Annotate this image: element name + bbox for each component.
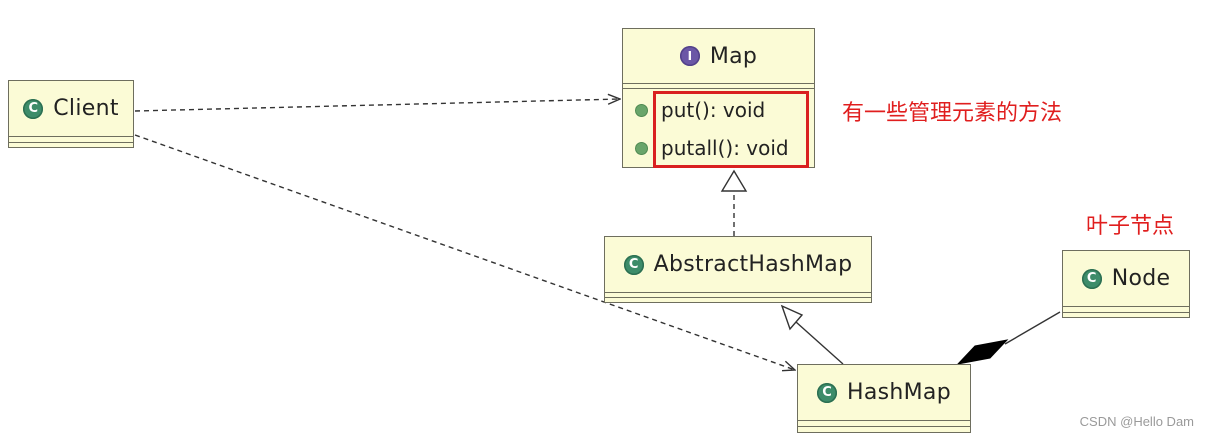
method-compartment xyxy=(9,142,133,143)
class-node[interactable]: C Node xyxy=(1062,250,1190,318)
generalization-hashmap-abstract xyxy=(795,321,844,365)
class-name: AbstractHashMap xyxy=(653,252,853,277)
attribute-compartment xyxy=(798,420,970,426)
class-client-header: C Client xyxy=(9,81,133,136)
class-hash-map[interactable]: C HashMap xyxy=(797,364,971,433)
method-compartment xyxy=(605,297,871,298)
method-item: put(): void xyxy=(623,91,814,129)
class-client[interactable]: C Client xyxy=(8,80,134,148)
composition-hashmap-node xyxy=(1004,311,1061,345)
public-method-icon xyxy=(635,141,648,155)
public-method-icon xyxy=(635,103,648,117)
attribute-compartment xyxy=(9,136,133,142)
method-signature: put(): void xyxy=(661,98,766,122)
method-signature: putall(): void xyxy=(661,136,789,160)
methods-highlight-box xyxy=(653,91,809,168)
class-icon: C xyxy=(1081,268,1102,289)
attribute-compartment xyxy=(605,292,871,297)
class-name: Client xyxy=(53,96,119,121)
interface-icon: I xyxy=(679,46,700,66)
attribute-compartment xyxy=(1063,306,1189,312)
class-icon: C xyxy=(23,98,44,119)
generalization-arrowhead xyxy=(780,304,804,331)
class-name: HashMap xyxy=(847,380,951,405)
annotation-map-methods: 有一些管理元素的方法 xyxy=(842,101,1063,126)
class-abstract-hash-map[interactable]: C AbstractHashMap xyxy=(604,236,872,303)
class-name: Node xyxy=(1111,266,1171,291)
attribute-compartment xyxy=(623,83,814,88)
composition-diamond xyxy=(956,339,1009,365)
interface-map-header: I Map xyxy=(623,29,814,83)
method-compartment xyxy=(1063,312,1189,313)
method-compartment xyxy=(798,426,970,427)
realization-arrowhead xyxy=(720,169,748,192)
class-icon: C xyxy=(623,254,644,275)
dependency-client-map xyxy=(134,99,620,112)
class-hash-map-header: C HashMap xyxy=(798,365,970,420)
class-node-header: C Node xyxy=(1063,251,1189,306)
watermark: CSDN @Hello Dam xyxy=(1079,414,1194,429)
annotation-leaf-node: 叶子节点 xyxy=(1086,214,1175,239)
interface-name: Map xyxy=(709,43,758,69)
method-item: putall(): void xyxy=(623,129,814,167)
method-compartment: put(): void putall(): void xyxy=(623,88,814,167)
class-abstract-hash-map-header: C AbstractHashMap xyxy=(605,237,871,292)
class-icon: C xyxy=(817,382,838,403)
